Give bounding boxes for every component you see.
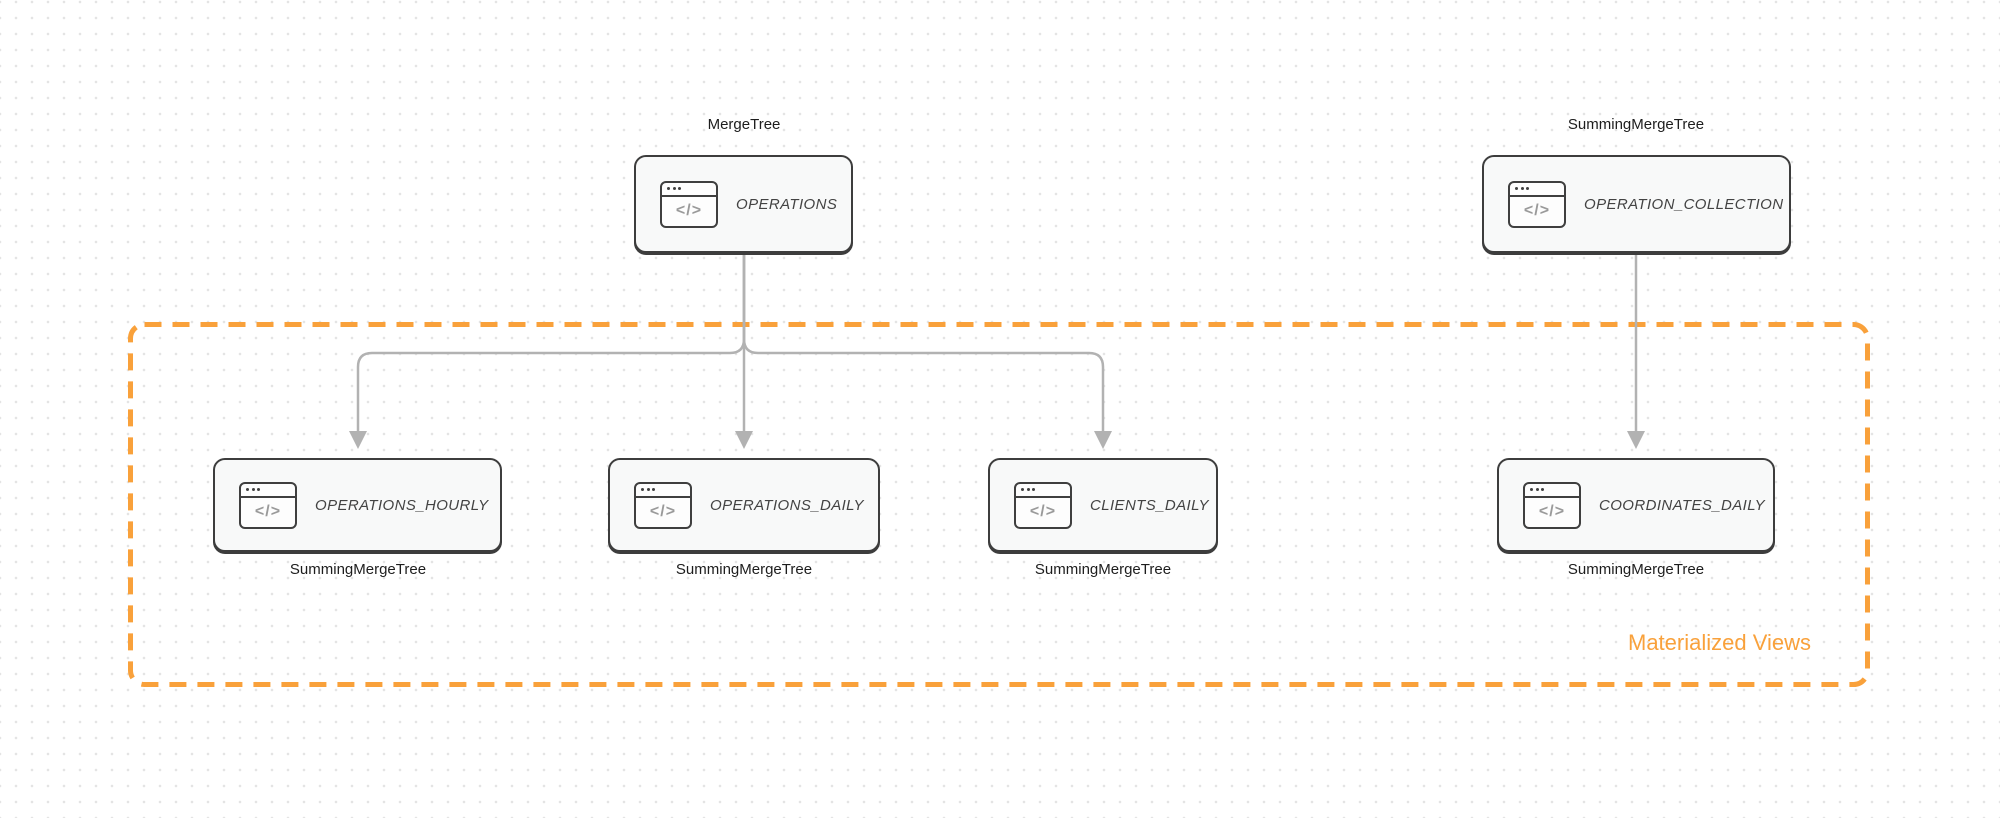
engine-label-daily: SummingMergeTree [675,561,813,578]
code-window-icon: </> [634,481,692,529]
window-dot [646,488,650,491]
node-operations-daily[interactable]: </> OPERATIONS_DAILY [608,458,880,552]
code-glyph: </> [1029,503,1057,520]
table-name: CLIENTS_DAILY [1090,496,1209,514]
node-clients-daily[interactable]: </> CLIENTS_DAILY [988,458,1218,552]
window-dot [672,187,676,190]
arrowhead-icon [1627,431,1645,449]
code-window-icon: </> [1523,481,1581,529]
window-dot [251,488,255,491]
window-titlebar [1016,484,1070,498]
code-glyph: </> [254,503,282,520]
window-titlebar [636,484,690,498]
arrowhead-icon [735,431,753,449]
code-window-icon: </> [660,180,718,228]
window-dot [652,488,655,491]
node-coordinates-daily[interactable]: </> COORDINATES_DAILY [1497,458,1775,552]
window-titlebar [241,484,295,498]
window-dot [1530,488,1533,491]
code-glyph: </> [1538,503,1566,520]
window-dot [1526,187,1529,190]
code-window-icon: </> [239,481,297,529]
window-titlebar [1525,484,1579,498]
window-dot [246,488,249,491]
table-name: OPERATIONS [736,195,838,213]
window-titlebar [1510,183,1564,197]
window-titlebar [662,183,716,197]
arrowhead-icon [349,431,367,449]
code-window-icon: </> [1014,481,1072,529]
engine-label-coordinates: SummingMergeTree [1567,561,1705,578]
engine-label-collection: SummingMergeTree [1567,116,1705,133]
window-dot [1515,187,1518,190]
materialized-views-label: Materialized Views [1628,630,1812,655]
table-name: OPERATION_COLLECTION [1584,195,1784,213]
edge-operations-to-hourly [356,253,746,431]
table-name: OPERATIONS_DAILY [710,496,864,514]
window-dot [1520,187,1524,190]
window-dot [257,488,260,491]
code-glyph: </> [1523,202,1551,219]
window-dot [678,187,681,190]
table-name: OPERATIONS_HOURLY [315,496,489,514]
node-operations[interactable]: </> OPERATIONS [634,155,853,253]
window-dot [1535,488,1539,491]
arrowhead-icon [1094,431,1112,449]
window-dot [1541,488,1544,491]
window-dot [1032,488,1035,491]
engine-label-hourly: SummingMergeTree [289,561,427,578]
window-dot [667,187,670,190]
code-glyph: </> [649,503,677,520]
table-name: COORDINATES_DAILY [1599,496,1766,514]
window-dot [1026,488,1030,491]
engine-label-operations: MergeTree [707,116,781,133]
code-glyph: </> [675,202,703,219]
edge-operations-to-clients [742,253,1105,431]
code-window-icon: </> [1508,180,1566,228]
node-operation-collection[interactable]: </> OPERATION_COLLECTION [1482,155,1791,253]
engine-label-clients: SummingMergeTree [1034,561,1172,578]
window-dot [641,488,644,491]
node-operations-hourly[interactable]: </> OPERATIONS_HOURLY [213,458,502,552]
window-dot [1021,488,1024,491]
